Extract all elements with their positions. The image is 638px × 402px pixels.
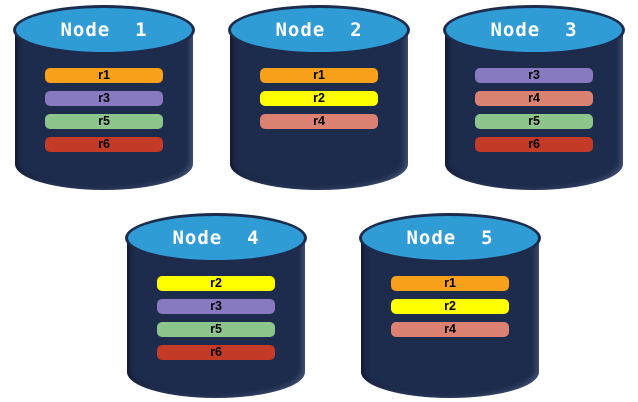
database-node: r3 r4 r5 r6 Node 3 xyxy=(443,5,625,192)
partition-label: r5 xyxy=(528,114,540,129)
database-node: r1 r3 r5 r6 Node 1 xyxy=(13,5,195,192)
node-top-ellipse: Node 2 xyxy=(228,5,410,55)
partition-label: r5 xyxy=(98,114,110,129)
partition-bar: r1 xyxy=(391,276,509,291)
node-title: Node 5 xyxy=(406,227,494,249)
node-top-ellipse: Node 5 xyxy=(359,213,541,263)
node-body-cylinder xyxy=(230,30,408,190)
partition-bar: r4 xyxy=(260,114,378,129)
partition-label: r6 xyxy=(528,137,540,152)
partition-label: r4 xyxy=(313,114,325,129)
partition-list: r3 r4 r5 r6 xyxy=(475,68,593,152)
partition-label: r2 xyxy=(210,276,222,291)
partition-label: r4 xyxy=(528,91,540,106)
partition-bar: r1 xyxy=(260,68,378,83)
node-body-cylinder xyxy=(15,30,193,190)
partition-bar: r5 xyxy=(45,114,163,129)
partition-bar: r2 xyxy=(391,299,509,314)
node-row-bottom: r2 r3 r5 r6 Node 4 r1 r2 r4 Node 5 xyxy=(28,213,638,400)
partition-list: r1 r2 r4 xyxy=(391,276,509,337)
partition-bar: r4 xyxy=(391,322,509,337)
partition-label: r1 xyxy=(444,276,456,291)
partition-bar: r5 xyxy=(157,322,275,337)
node-title: Node 3 xyxy=(490,19,578,41)
partition-bar: r2 xyxy=(260,91,378,106)
partition-label: r5 xyxy=(210,322,222,337)
database-node: r1 r2 r4 Node 2 xyxy=(228,5,410,192)
node-top-ellipse: Node 3 xyxy=(443,5,625,55)
partition-bar: r3 xyxy=(475,68,593,83)
database-node: r1 r2 r4 Node 5 xyxy=(359,213,541,400)
partition-label: r6 xyxy=(210,345,222,360)
partition-bar: r3 xyxy=(45,91,163,106)
node-title: Node 1 xyxy=(60,19,148,41)
node-title: Node 2 xyxy=(275,19,363,41)
partition-label: r2 xyxy=(313,91,325,106)
partition-bar: r6 xyxy=(475,137,593,152)
partition-bar: r6 xyxy=(45,137,163,152)
partition-label: r1 xyxy=(313,68,325,83)
partition-bar: r3 xyxy=(157,299,275,314)
partition-label: r2 xyxy=(444,299,456,314)
partition-list: r1 r3 r5 r6 xyxy=(45,68,163,152)
node-body-cylinder xyxy=(445,30,623,190)
partition-bar: r6 xyxy=(157,345,275,360)
node-body-cylinder xyxy=(127,238,305,398)
partition-bar: r2 xyxy=(157,276,275,291)
partition-bar: r1 xyxy=(45,68,163,83)
partition-label: r3 xyxy=(98,91,110,106)
node-body-cylinder xyxy=(361,238,539,398)
node-top-ellipse: Node 1 xyxy=(13,5,195,55)
partition-label: r1 xyxy=(98,68,110,83)
partition-label: r3 xyxy=(210,299,222,314)
database-node: r2 r3 r5 r6 Node 4 xyxy=(125,213,307,400)
node-top-ellipse: Node 4 xyxy=(125,213,307,263)
partition-label: r6 xyxy=(98,137,110,152)
node-title: Node 4 xyxy=(172,227,260,249)
partition-list: r2 r3 r5 r6 xyxy=(157,276,275,360)
partition-bar: r5 xyxy=(475,114,593,129)
node-row-top: r1 r3 r5 r6 Node 1 r1 r2 r4 Node 2 r3 r4 r5 r6 N… xyxy=(0,0,638,192)
partition-bar: r4 xyxy=(475,91,593,106)
partition-label: r4 xyxy=(444,322,456,337)
partition-list: r1 r2 r4 xyxy=(260,68,378,129)
partition-label: r3 xyxy=(528,68,540,83)
